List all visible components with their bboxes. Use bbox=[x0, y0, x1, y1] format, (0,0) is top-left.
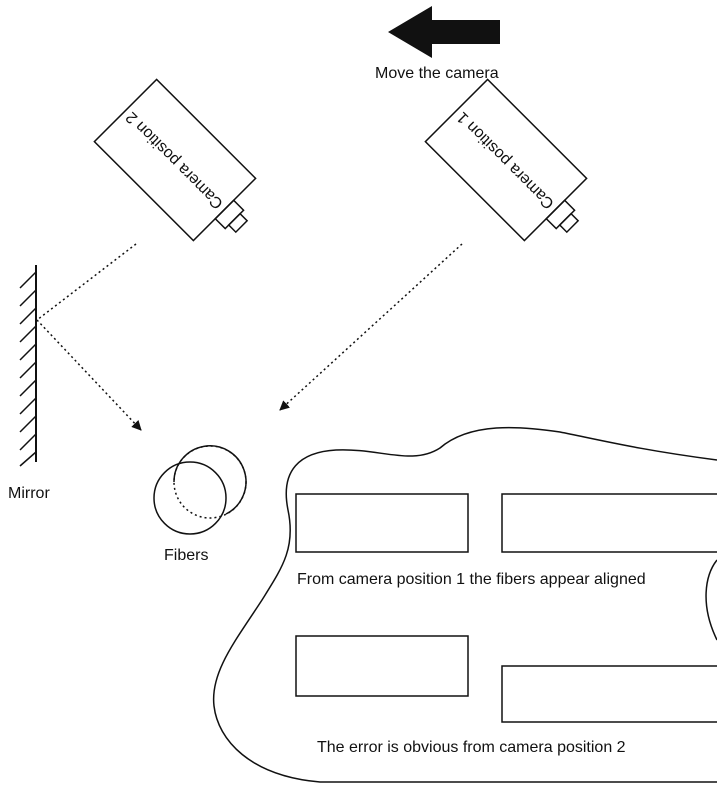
misaligned-left-fiber bbox=[295, 635, 469, 697]
camera-1: Camera position 1 bbox=[424, 78, 588, 242]
misaligned-view bbox=[295, 635, 717, 723]
fibers-label: Fibers bbox=[164, 547, 208, 564]
fibers bbox=[153, 445, 247, 535]
caption-error: The error is obvious from camera positio… bbox=[317, 739, 626, 756]
mirror-label: Mirror bbox=[8, 485, 50, 502]
sightline-mirror-to-fibers bbox=[36, 319, 142, 431]
camera-2-label: Camera position 2 bbox=[123, 108, 227, 212]
caption-aligned: From camera position 1 the fibers appear… bbox=[297, 571, 646, 588]
mirror bbox=[19, 265, 37, 467]
camera-2: Camera position 2 bbox=[93, 78, 257, 242]
mirror-hatching bbox=[19, 271, 37, 467]
cloud-right-notch bbox=[705, 559, 717, 641]
aligned-view bbox=[295, 493, 717, 553]
move-camera-label: Move the camera bbox=[375, 65, 499, 82]
aligned-left-fiber bbox=[295, 493, 469, 553]
comparison-cloud bbox=[212, 426, 717, 783]
move-direction-arrow bbox=[388, 6, 500, 58]
aligned-right-fiber bbox=[501, 493, 717, 553]
misaligned-right-fiber bbox=[501, 665, 717, 723]
sightline-camera2-to-mirror bbox=[36, 243, 137, 321]
sightline-camera1-to-fibers bbox=[279, 243, 463, 411]
camera-1-label: Camera position 1 bbox=[454, 108, 558, 212]
